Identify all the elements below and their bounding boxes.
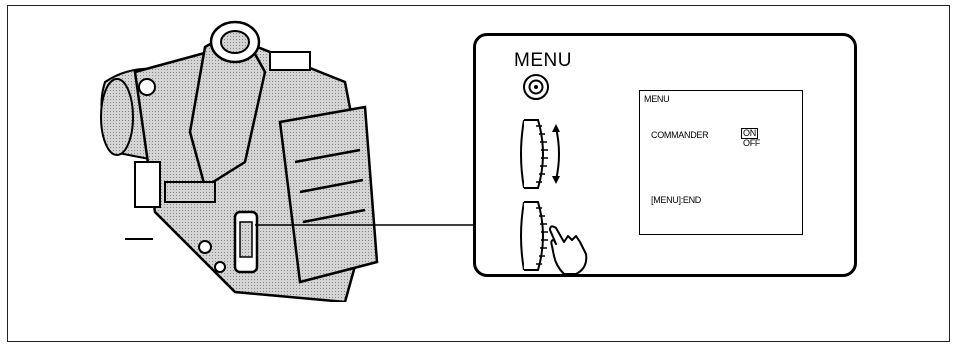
leader-line	[255, 215, 475, 235]
menu-button-icon[interactable]	[522, 73, 550, 101]
screen-menu-end-hint: [MENU]:END	[651, 196, 701, 205]
screen-commander-item: COMMANDER	[651, 131, 708, 140]
menu-button-label: MENU	[514, 50, 572, 72]
control-dial-press-icon[interactable]	[516, 196, 626, 276]
control-detail-inset: MENU MENU COMMANDER ON	[473, 33, 857, 277]
screen-menu-title: MENU	[644, 95, 669, 104]
screen-option-off: OFF	[743, 139, 760, 148]
viewfinder-menu-screen: MENU COMMANDER ON OFF [MENU]:END	[639, 90, 803, 235]
control-dial-rotate-icon[interactable]	[516, 114, 570, 194]
camcorder-illustration	[95, 12, 405, 302]
